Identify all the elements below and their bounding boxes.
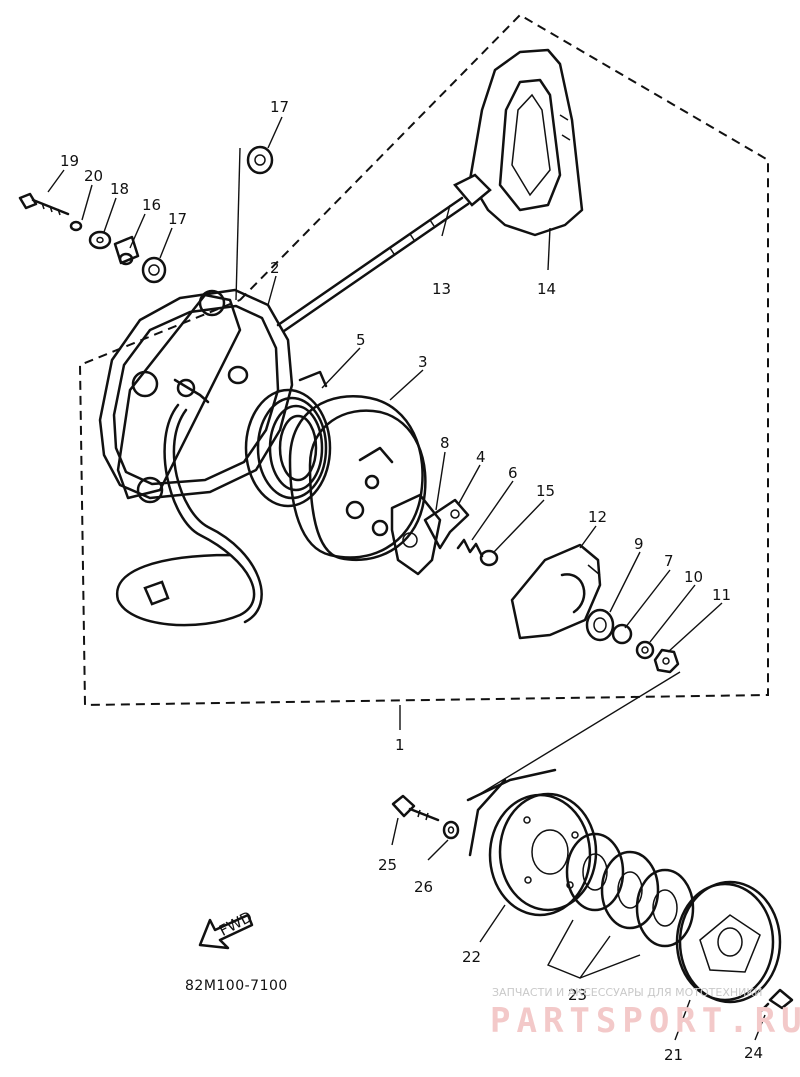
part-14-handle [468,48,584,237]
part-13-rope [276,173,492,333]
callout-21: 21 [664,1046,683,1064]
callout-5: 5 [356,331,366,349]
diagram-code: 82M100-7100 [185,978,288,994]
part-23-spacer-2 [600,850,660,930]
callout-2: 2 [270,259,280,277]
part-17-bushing-lower [141,256,167,284]
part-16-collar [113,235,140,266]
part-5-spring [244,370,332,508]
callout-22: 22 [462,948,481,966]
callout-17a: 17 [270,98,289,116]
part-19-bolt [18,192,70,216]
callout-9: 9 [634,535,644,553]
callout-10: 10 [684,568,703,586]
fwd-arrow-icon [198,913,254,950]
part-18-washer [88,230,112,250]
watermark-caption: ЗАПЧАСТИ И АКСЕССУАРЫ ДЛЯ МОТОТЕХНИКИ [492,986,762,999]
callout-20: 20 [84,167,103,185]
callout-14: 14 [537,280,556,298]
callout-18: 18 [110,180,129,198]
callout-12: 12 [588,508,607,526]
part-15-collar [479,549,499,567]
part-2-case [98,288,294,627]
part-4-ratchet [423,498,470,550]
part-9-spring [585,608,615,642]
part-7-washer [611,623,633,645]
callout-4: 4 [476,448,486,466]
part-26-washer [442,820,460,840]
callout-17b: 17 [168,210,187,228]
callout-15: 15 [536,482,555,500]
callout-24: 24 [744,1044,763,1062]
part-25-bolt [391,794,440,822]
part-3-reel [288,395,427,562]
watermark-brand: PARTSPORT.RU [490,1001,800,1041]
callout-16: 16 [142,196,161,214]
part-23-spacer-1 [565,832,625,912]
part-11-nut [653,648,680,674]
callout-23: 23 [568,986,587,1004]
part-12-plate [510,543,602,640]
callout-8: 8 [440,434,450,452]
fwd-label: FWD [216,908,255,940]
callout-3: 3 [418,353,428,371]
part-20-washer [69,220,83,232]
assembly-boundary [78,13,769,707]
callout-6: 6 [508,464,518,482]
callout-7: 7 [664,552,674,570]
callout-26: 26 [414,878,433,896]
part-24-screw [758,988,794,1014]
part-23-spacer-3 [635,868,695,948]
part-10-washer [635,640,655,660]
part-21-plate [675,880,782,1004]
part-8-pawl [390,493,442,576]
part-17-bushing-upper [246,145,274,175]
callout-25: 25 [378,856,397,874]
callout-11: 11 [712,586,731,604]
callout-13: 13 [432,280,451,298]
callout-19: 19 [60,152,79,170]
callout-1: 1 [395,736,405,754]
part-6-spring [456,538,484,558]
leader-lines [47,116,766,1041]
